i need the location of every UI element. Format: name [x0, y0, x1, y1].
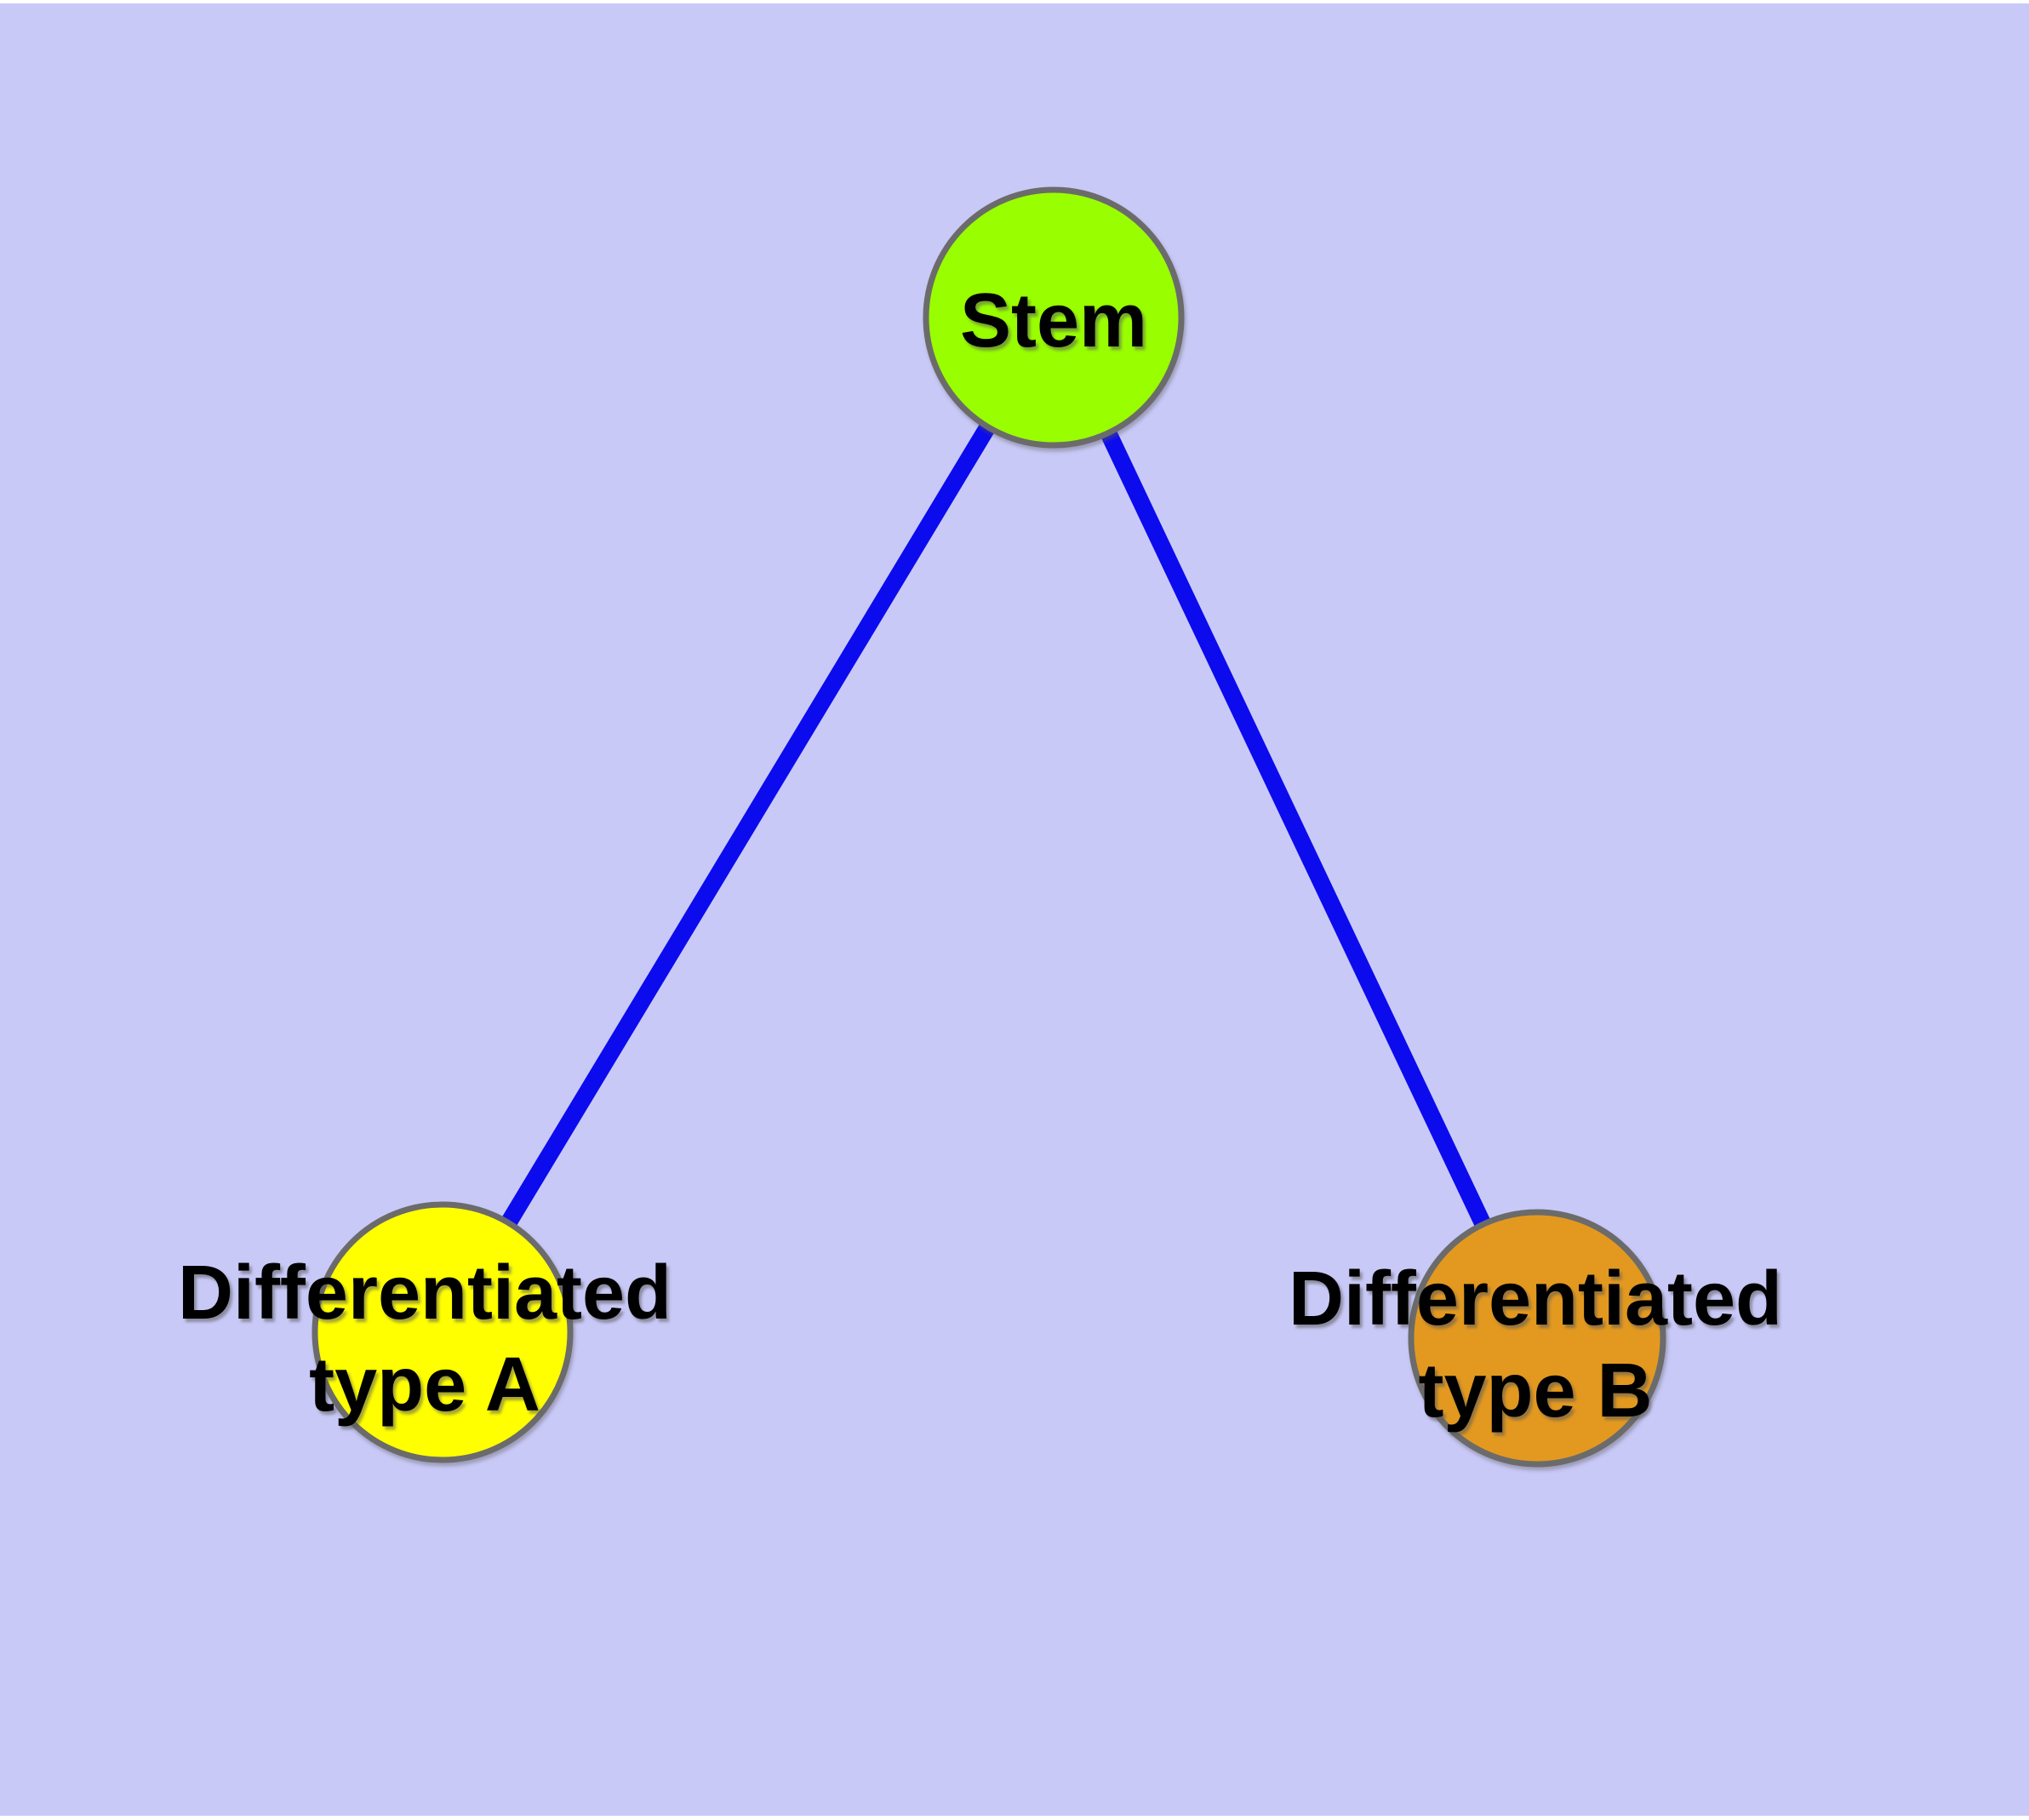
node-stem-label: Stem	[960, 278, 1147, 363]
node-type-a-circle	[311, 1201, 574, 1463]
node-stem-circle	[923, 186, 1185, 449]
node-type-a-label-line1: Differentiated	[178, 1251, 672, 1336]
edges	[435, 312, 1546, 1342]
node-type-a-label-line2: type A	[309, 1342, 540, 1428]
node-type-b-label-line2: type B	[1418, 1348, 1652, 1434]
node-type-b-label-line1: Differentiated	[1289, 1256, 1782, 1342]
node-stem: Stem	[923, 186, 1185, 449]
edge-stem-to-type-a	[435, 312, 1061, 1337]
node-differentiated-type-b: Differentiated type B	[1289, 1209, 1782, 1468]
node-type-b-circle	[1408, 1209, 1666, 1468]
node-differentiated-type-a: Differentiated type A	[178, 1201, 672, 1463]
edge-stem-to-type-b	[1045, 313, 1546, 1342]
